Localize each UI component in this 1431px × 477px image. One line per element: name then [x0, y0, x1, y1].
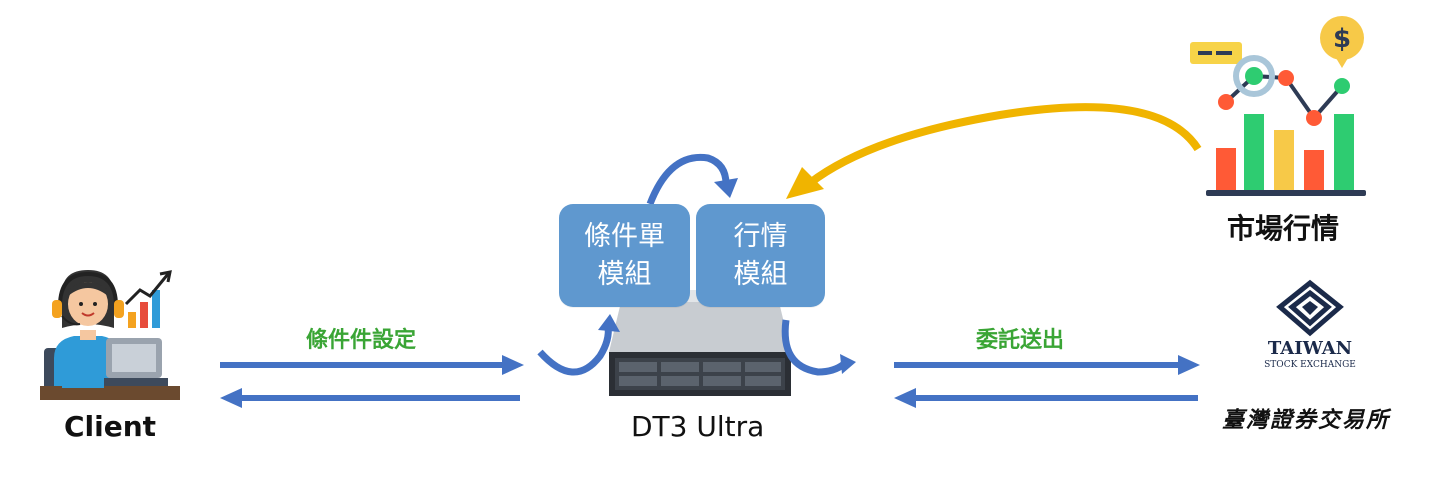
market-data-module: 行情 模組	[696, 204, 825, 307]
server-exchange-arrows	[894, 355, 1200, 408]
market-data-module-line1: 行情	[733, 220, 788, 252]
market-chart-icon: $	[1190, 16, 1366, 196]
twse-logo-icon	[1276, 279, 1344, 337]
twse-name-line1: TAIWAN	[1267, 338, 1353, 359]
condition-order-module: 條件單 模組	[559, 204, 690, 307]
module-loop-arrows	[537, 153, 856, 376]
svg-text:$: $	[1333, 24, 1351, 54]
condition-order-module-line2: 模組	[597, 258, 652, 290]
twse-name-line2: STOCK EXCHANGE	[1264, 360, 1356, 370]
market-feed-arrow	[786, 103, 1202, 199]
market-label: 市場行情	[1227, 212, 1340, 245]
server-label: DT3 Ultra	[631, 410, 765, 443]
client-label: Client	[64, 410, 157, 443]
client-server-arrows	[220, 355, 524, 408]
condition-order-module-line1: 條件單	[584, 220, 665, 252]
condition-setting-label: 條件件設定	[306, 328, 417, 353]
client-operator-icon	[40, 270, 180, 400]
order-sent-label: 委託送出	[976, 328, 1065, 353]
twse-chinese-name: 臺灣證券交易所	[1222, 407, 1391, 433]
market-data-module-line2: 模組	[733, 258, 788, 290]
